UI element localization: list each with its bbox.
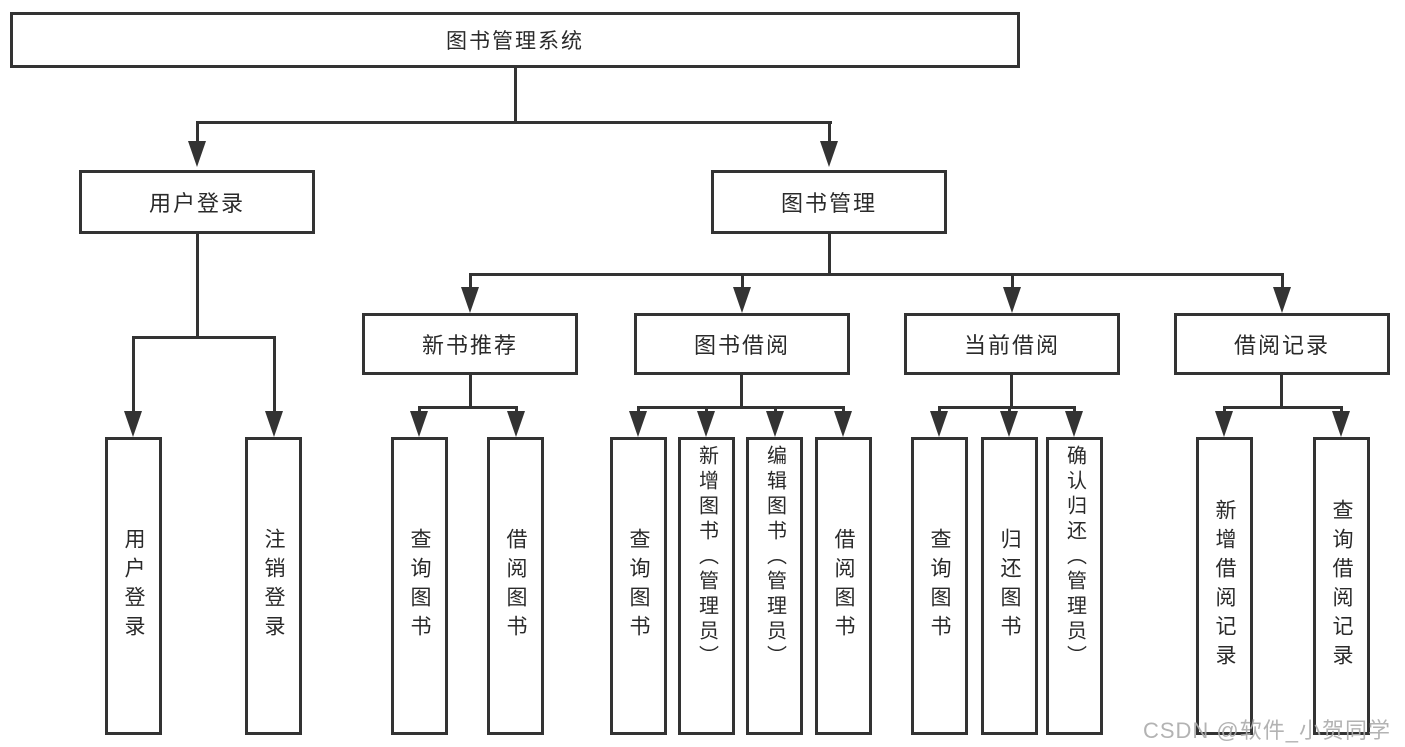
arrowhead-leaf-confirm-return-icon xyxy=(1065,411,1083,437)
leaf-add-borrow-record: 新增借阅记录 xyxy=(1196,437,1253,735)
node-user-login-label: 用户登录 xyxy=(148,191,245,216)
edge-to-leaf-return-book xyxy=(1008,406,1011,415)
arrowhead-borrow-record-icon xyxy=(1273,287,1291,313)
edge-borrow-record-branch xyxy=(1223,406,1343,409)
arrowhead-book-management-icon xyxy=(820,141,838,167)
edge-to-book-borrow xyxy=(741,273,744,289)
edge-to-leaf-query-book-c xyxy=(938,406,941,415)
leaf-add-borrow-record-label: 新增借阅记录 xyxy=(1213,499,1236,673)
edge-to-leaf-query-book-b xyxy=(637,406,640,415)
leaf-query-book-b-label: 查询图书 xyxy=(627,528,650,644)
leaf-borrow-book-a-label: 借阅图书 xyxy=(504,528,527,644)
arrowhead-leaf-add-book-icon xyxy=(697,411,715,437)
edge-to-leaf-logout xyxy=(273,336,276,415)
leaf-return-book: 归还图书 xyxy=(981,437,1038,735)
node-borrow-record: 借阅记录 xyxy=(1174,313,1390,375)
node-new-book-recommend: 新书推荐 xyxy=(362,313,578,375)
leaf-query-book-a: 查询图书 xyxy=(391,437,448,735)
edge-user-login-branch xyxy=(132,336,276,339)
edge-book-management-stem xyxy=(828,234,831,276)
node-root-label: 图书管理系统 xyxy=(446,30,584,53)
leaf-user-login: 用户登录 xyxy=(105,437,162,735)
arrowhead-leaf-borrow-book-a-icon xyxy=(507,411,525,437)
edge-to-leaf-borrow-book-a xyxy=(515,406,518,415)
edge-to-borrow-record xyxy=(1281,273,1284,289)
leaf-query-book-b: 查询图书 xyxy=(610,437,667,735)
edge-book-borrow-branch xyxy=(637,406,845,409)
leaf-query-book-a-label: 查询图书 xyxy=(408,528,431,644)
edge-to-leaf-add-record xyxy=(1223,406,1226,415)
edge-to-leaf-query-record xyxy=(1340,406,1343,415)
arrowhead-leaf-query-record-icon xyxy=(1332,411,1350,437)
edge-to-leaf-user-login xyxy=(132,336,135,415)
arrowhead-leaf-query-book-c-icon xyxy=(930,411,948,437)
edge-to-leaf-edit-book xyxy=(774,406,777,415)
node-book-borrow: 图书借阅 xyxy=(634,313,850,375)
leaf-confirm-return-admin-label: 确认归还（管理员） xyxy=(1063,445,1086,670)
edge-to-leaf-query-book-a xyxy=(418,406,421,415)
node-current-borrow-label: 当前借阅 xyxy=(963,333,1060,358)
edge-to-book-management xyxy=(828,121,831,143)
arrowhead-book-borrow-icon xyxy=(733,287,751,313)
leaf-borrow-book-b-label: 借阅图书 xyxy=(832,528,855,644)
edge-to-new-book-recommend xyxy=(469,273,472,289)
edge-to-current-borrow xyxy=(1011,273,1014,289)
arrowhead-leaf-return-book-icon xyxy=(1000,411,1018,437)
arrowhead-leaf-add-record-icon xyxy=(1215,411,1233,437)
edge-current-borrow-stem xyxy=(1010,375,1013,409)
leaf-edit-book-admin: 编辑图书（管理员） xyxy=(746,437,803,735)
arrowhead-leaf-user-login-icon xyxy=(124,411,142,437)
leaf-confirm-return-admin: 确认归还（管理员） xyxy=(1046,437,1103,735)
arrowhead-leaf-edit-book-icon xyxy=(766,411,784,437)
edge-new-book-recommend-branch xyxy=(418,406,518,409)
edge-to-user-login xyxy=(196,121,199,143)
edge-to-leaf-borrow-book-b xyxy=(842,406,845,415)
edge-book-management-branch xyxy=(469,273,1283,276)
node-current-borrow: 当前借阅 xyxy=(904,313,1120,375)
leaf-return-book-label: 归还图书 xyxy=(998,528,1021,644)
arrowhead-user-login-icon xyxy=(188,141,206,167)
csdn-watermark: CSDN @软件_小贺同学 xyxy=(1142,718,1391,743)
node-book-management-label: 图书管理 xyxy=(780,191,877,216)
leaf-logout: 注销登录 xyxy=(245,437,302,735)
edge-new-book-recommend-stem xyxy=(469,375,472,409)
edge-user-login-stem xyxy=(196,234,199,339)
edge-to-leaf-confirm-return xyxy=(1073,406,1076,415)
leaf-add-book-admin-label: 新增图书（管理员） xyxy=(695,445,718,670)
node-book-management: 图书管理 xyxy=(711,170,947,234)
node-new-book-recommend-label: 新书推荐 xyxy=(421,333,518,358)
node-book-borrow-label: 图书借阅 xyxy=(693,333,790,358)
arrowhead-leaf-logout-icon xyxy=(265,411,283,437)
arrowhead-current-borrow-icon xyxy=(1003,287,1021,313)
leaf-query-borrow-record: 查询借阅记录 xyxy=(1313,437,1370,735)
leaf-borrow-book-b: 借阅图书 xyxy=(815,437,872,735)
leaf-query-book-c-label: 查询图书 xyxy=(928,528,951,644)
edge-root-stem xyxy=(514,68,517,123)
edge-borrow-record-stem xyxy=(1280,375,1283,409)
edge-current-borrow-branch xyxy=(938,406,1076,409)
leaf-query-book-c: 查询图书 xyxy=(911,437,968,735)
node-user-login: 用户登录 xyxy=(79,170,315,234)
leaf-logout-label: 注销登录 xyxy=(262,528,285,644)
arrowhead-leaf-borrow-book-b-icon xyxy=(834,411,852,437)
edge-root-branch xyxy=(196,121,832,124)
arrowhead-new-book-recommend-icon xyxy=(461,287,479,313)
leaf-user-login-label: 用户登录 xyxy=(122,528,145,644)
leaf-add-book-admin: 新增图书（管理员） xyxy=(678,437,735,735)
edge-book-borrow-stem xyxy=(740,375,743,409)
arrowhead-leaf-query-book-a-icon xyxy=(410,411,428,437)
node-borrow-record-label: 借阅记录 xyxy=(1233,333,1330,358)
leaf-edit-book-admin-label: 编辑图书（管理员） xyxy=(763,445,786,670)
edge-to-leaf-add-book xyxy=(705,406,708,415)
leaf-borrow-book-a: 借阅图书 xyxy=(487,437,544,735)
node-root-library-system: 图书管理系统 xyxy=(10,12,1020,68)
arrowhead-leaf-query-book-b-icon xyxy=(629,411,647,437)
leaf-query-borrow-record-label: 查询借阅记录 xyxy=(1330,499,1353,673)
